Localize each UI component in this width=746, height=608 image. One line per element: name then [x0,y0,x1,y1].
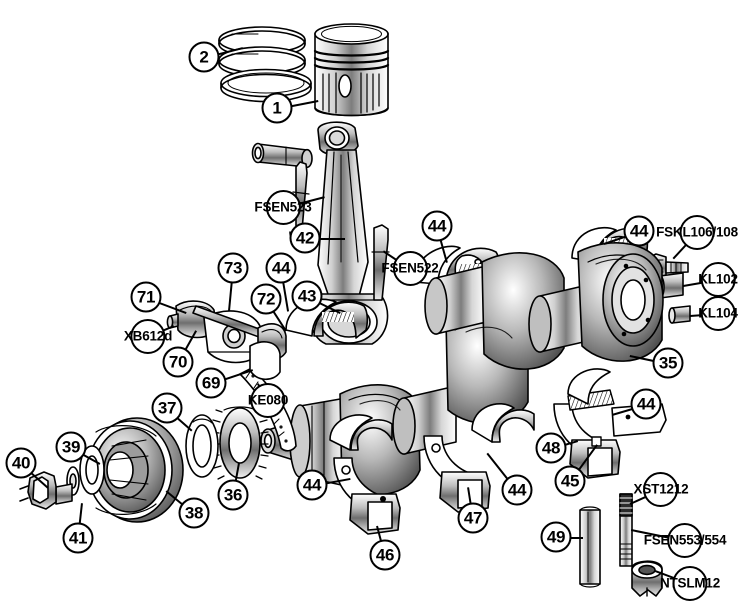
callout-ring [130,318,166,354]
callout-dowel-peg[interactable]: 70 [162,346,194,378]
callout-ring [667,522,703,558]
callout-crankshaft-sprocket[interactable]: 36 [217,479,249,511]
callout-bearing-shell-upper[interactable]: 43 [291,280,323,312]
callout-main-bearing-shell[interactable]: 44 [265,252,297,284]
callout-label: NTSLM12 [659,575,721,591]
callout-oil-pump-drive-body[interactable]: 71 [130,281,162,313]
callout-dowel-pin[interactable]: KL104 [697,295,739,331]
callout-chain-link[interactable]: KE080 [247,382,289,418]
callout-main-bearing-shell[interactable]: 44 [501,474,533,506]
callout-label: KL102 [698,271,738,287]
callout-pulley-washer[interactable]: 39 [55,431,87,463]
callout-connecting-rod-nut[interactable]: FSEN522 [380,250,439,286]
callout-label: FSEN553/554 [643,532,727,548]
callout-label: XST1212 [633,481,689,497]
callout-long-setscrew[interactable]: 73 [217,252,249,284]
leader-line-42 [305,238,345,240]
callout-lock-washer[interactable]: 41 [62,522,94,554]
callout-front-main-bearing-cap[interactable]: 46 [369,539,401,571]
callout-label: FSEN522 [381,260,439,276]
callout-ring [643,471,679,507]
callout-dowel-tube[interactable]: 49 [540,521,572,553]
callout-ring [679,214,715,250]
callout-stud[interactable]: XST1212 [633,471,690,507]
callout-crankshaft-pulley[interactable]: 38 [178,497,210,529]
callout-main-bearing-shell[interactable]: 44 [623,215,655,247]
callout-stud-nut[interactable]: FSEN553/554 [643,522,728,558]
callout-label: FSEN523 [254,199,312,215]
callout-oil-thrower[interactable]: 37 [151,392,183,424]
callout-ring [700,295,736,331]
callout-piston[interactable]: 1 [261,92,293,124]
callout-dowel-sleeve[interactable]: KL102 [697,261,739,297]
callout-ring [672,565,708,601]
callout-timing-chain[interactable]: 69 [195,367,227,399]
callout-ring [392,250,428,286]
callout-crankshaft-bolt[interactable]: 40 [5,447,37,479]
callout-thrust-washer[interactable]: 45 [554,465,586,497]
callout-crankshaft[interactable]: 35 [652,347,684,379]
callout-label: XB612d [123,328,173,344]
callout-label: FSKL106/108 [656,224,738,240]
callout-connecting-rod-bolt[interactable]: FSEN523 [253,189,312,225]
callout-connecting-rod[interactable]: 42 [289,222,321,254]
callout-main-bearing-shell[interactable]: 44 [421,210,453,242]
callout-main-bearing-shell[interactable]: 44 [296,469,328,501]
callout-centre-main-bearing-cap[interactable]: 47 [457,502,489,534]
callout-grub-screw[interactable]: XB612d [123,318,173,354]
callout-main-bearing-shell[interactable]: 44 [630,388,662,420]
callout-piston-rings[interactable]: 2 [188,41,220,73]
callout-label: KL104 [698,305,738,321]
callout-distance-piece[interactable]: 72 [250,283,282,315]
callout-ring [265,189,301,225]
callout-ring [250,382,286,418]
callout-castellated-nut[interactable]: NTSLM12 [659,565,721,601]
callout-rear-main-bearing-cap[interactable]: 48 [535,432,567,464]
callout-label: KE080 [247,392,289,408]
callout-main-bearing-cap-bolt[interactable]: FSKL106/108 [655,214,739,250]
